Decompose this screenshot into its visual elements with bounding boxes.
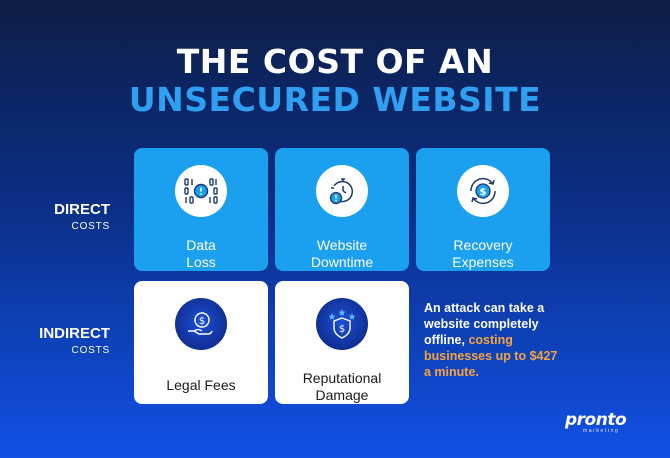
logo-wordmark: pronto [565, 410, 627, 430]
card-website-downtime: Website Downtime [275, 148, 409, 271]
svg-text:$: $ [339, 324, 345, 335]
card-recovery-expenses-label: Recovery Expenses [452, 237, 514, 270]
card-data-loss: Data Loss [134, 148, 268, 271]
pronto-logo: pronto marketing [565, 410, 645, 434]
cost-note: An attack can take a website completely … [424, 300, 564, 380]
row-label-indirect-sub: COSTS [71, 345, 110, 356]
card-data-loss-label: Data Loss [186, 237, 216, 270]
cost-note-text: An attack can take a website completely … [424, 301, 545, 347]
shield-dollar-stars-icon: $ [316, 298, 368, 350]
card-legal-fees: $ Legal Fees [134, 281, 268, 404]
row-label-direct-main: DIRECT [54, 201, 110, 218]
binary-alert-icon [175, 165, 227, 217]
svg-text:$: $ [199, 316, 205, 327]
dollar-cycle-icon: $ [457, 165, 509, 217]
row-label-indirect: INDIRECT COSTS [0, 325, 110, 356]
card-reputational-damage-label: Reputational Damage [302, 370, 382, 403]
cost-note-highlight: costing businesses up to $427 a minute. [424, 333, 558, 379]
title-line-2: UNSECURED WEBSITE [128, 80, 542, 119]
logo-subtitle: marketing [583, 428, 620, 434]
card-reputational-damage: $ Reputational Damage [275, 281, 409, 404]
card-legal-fees-label: Legal Fees [166, 377, 236, 393]
svg-text:$: $ [480, 187, 487, 198]
title-line-1: THE COST OF AN [176, 42, 494, 81]
row-label-direct: DIRECT COSTS [0, 201, 110, 232]
row-label-indirect-main: INDIRECT [39, 325, 110, 342]
card-recovery-expenses: $ Recovery Expenses [416, 148, 550, 271]
card-website-downtime-label: Website Downtime [310, 237, 374, 270]
row-label-direct-sub: COSTS [71, 221, 110, 232]
hand-dollar-icon: $ [175, 298, 227, 350]
timer-alert-icon [316, 165, 368, 217]
